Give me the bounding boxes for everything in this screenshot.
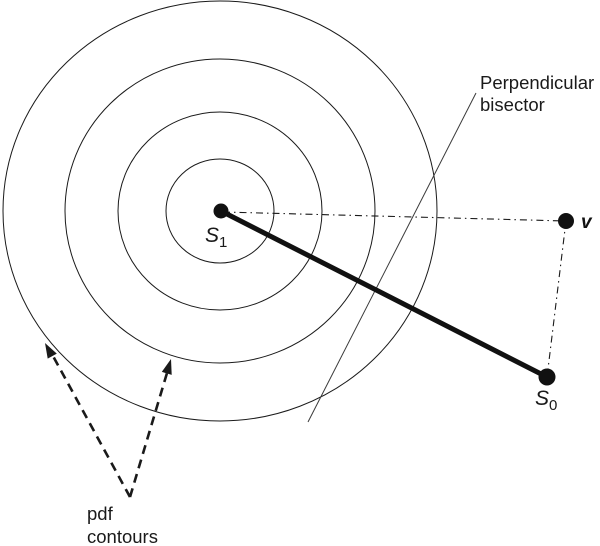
arrowhead-left-icon — [45, 343, 57, 359]
point-v — [558, 213, 574, 229]
label-perpendicular-bisector-line2: bisector — [480, 94, 545, 115]
label-s1-subscript: 1 — [219, 234, 227, 251]
label-perpendicular-bisector-line1: Perpendicular — [480, 72, 594, 93]
dashdot-line-s1-to-v — [222, 211, 567, 222]
pdf-contours-pointer-right — [128, 359, 172, 498]
pdf-contour-ellipse-3 — [64, 58, 376, 364]
point-s1 — [213, 203, 229, 219]
point-s0 — [538, 368, 556, 386]
pdf-contour-ellipse-inner — [165, 158, 275, 264]
label-s1-base: S — [205, 224, 219, 247]
pdf-contours-group — [2, 0, 438, 422]
line-s1-to-s0 — [218, 208, 550, 380]
label-s0-subscript: 0 — [549, 397, 557, 414]
pdf-contour-ellipse-outer — [2, 0, 438, 422]
pdf-contours-pointer-left — [45, 343, 132, 498]
label-s0: S0 — [535, 387, 557, 414]
perpendicular-bisector-line — [307, 92, 477, 423]
pdf-contours-pointer-right-line — [128, 372, 169, 498]
pdf-contour-ellipse-2 — [117, 111, 323, 311]
label-pdf-contours-line1: pdf — [87, 503, 114, 524]
pdf-contours-pointer-left-line — [51, 355, 132, 498]
label-s1: S1 — [205, 224, 227, 251]
arrowhead-right-icon — [161, 359, 172, 375]
label-pdf-contours-line2: contours — [87, 526, 158, 546]
label-v: v — [581, 212, 593, 233]
dashdot-line-v-to-s0 — [547, 220, 567, 370]
label-s0-base: S — [535, 387, 549, 410]
